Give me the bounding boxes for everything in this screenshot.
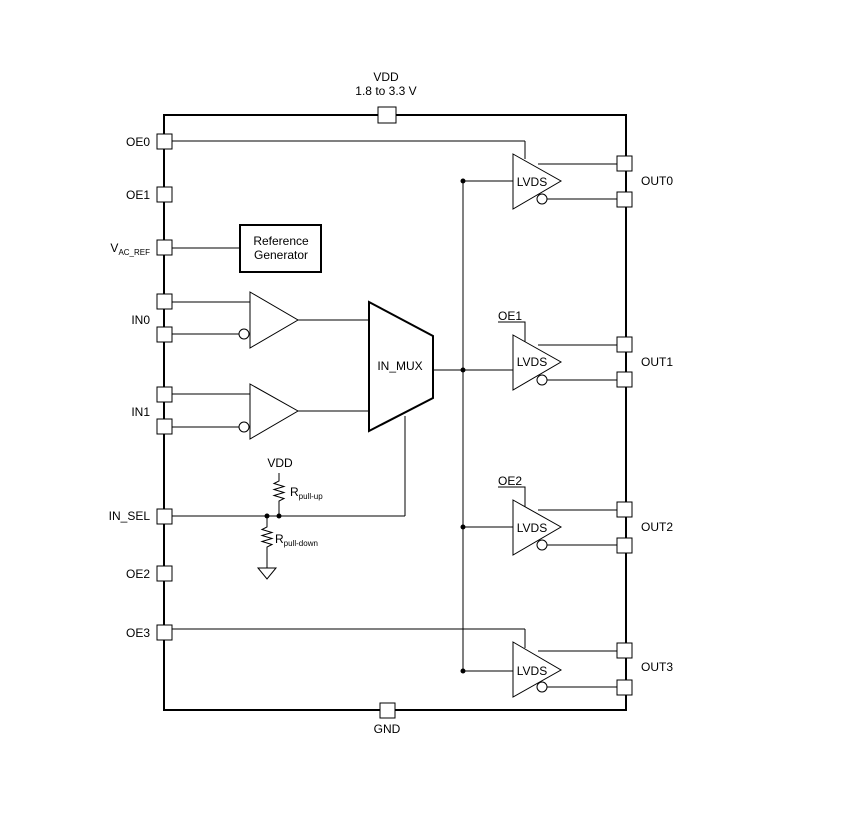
driver3-triangle <box>512 641 563 698</box>
reference-generator-line1: Reference <box>253 234 309 248</box>
out3-label: OUT3 <box>641 660 673 674</box>
driver2-invert-bubble <box>536 539 548 551</box>
ground-symbol <box>256 567 278 580</box>
in0-n-pin <box>156 326 173 343</box>
driver1-invert-bubble <box>536 374 548 386</box>
in1-p-pin <box>156 386 173 403</box>
reference-generator-box <box>239 224 322 273</box>
oe2-label: OE2 <box>126 567 150 581</box>
pullup-label: Rpull-up <box>290 485 323 501</box>
vac-ref-main: V <box>110 241 118 255</box>
driver1-enable-wire <box>498 321 526 344</box>
vdd-pin <box>377 106 397 124</box>
vac-ref-label: VAC_REF <box>110 241 150 257</box>
in1-receiver-triangle <box>249 383 300 440</box>
vdd-label: VDD <box>373 70 399 84</box>
gnd-pin <box>379 702 396 719</box>
driver3-invert-bubble <box>536 681 548 693</box>
in1-n-pin <box>156 418 173 435</box>
oe2-pin <box>156 565 173 582</box>
junction-pullup <box>276 513 282 519</box>
driver2-enable-wire <box>498 486 526 508</box>
vac-ref-sub: AC_REF <box>118 248 150 257</box>
driver1-label: LVDS <box>517 355 547 369</box>
in-sel-label: IN_SEL <box>109 509 151 523</box>
pulldown-main: R <box>275 532 284 546</box>
pulldown-resistor <box>260 516 274 568</box>
vdd-range-label: 1.8 to 3.3 V <box>355 84 416 98</box>
in0-p-pin <box>156 293 173 310</box>
out2-n-pin <box>616 537 633 554</box>
driver1-triangle <box>512 334 563 391</box>
pullup-main: R <box>290 485 299 499</box>
input-mux <box>368 300 434 433</box>
oe1-label: OE1 <box>126 188 150 202</box>
out0-label: OUT0 <box>641 174 673 188</box>
out1-n-pin <box>616 371 633 388</box>
out2-label: OUT2 <box>641 520 673 534</box>
driver0-triangle <box>512 153 563 210</box>
in1-invert-bubble <box>238 421 250 433</box>
out3-p-pin <box>616 642 633 659</box>
in0-receiver-triangle <box>249 291 299 349</box>
oe1-pin <box>156 186 173 203</box>
gnd-label: GND <box>374 722 401 736</box>
oe3-label: OE3 <box>126 626 150 640</box>
driver2-label: LVDS <box>517 521 547 535</box>
out1-p-pin <box>616 336 633 353</box>
driver2-enable-label: OE2 <box>498 474 522 488</box>
out0-p-pin <box>616 155 633 172</box>
out3-n-pin <box>616 679 633 696</box>
oe3-pin <box>156 624 173 641</box>
in0-label: IN0 <box>131 313 150 327</box>
pulldown-sub: pull-down <box>284 539 318 548</box>
out0-n-pin <box>616 191 633 208</box>
oe0-label: OE0 <box>126 135 150 149</box>
pullup-resistor <box>272 473 286 516</box>
pullup-sub: pull-up <box>299 492 324 501</box>
mux-label: IN_MUX <box>377 359 422 373</box>
in-sel-pin <box>156 508 173 525</box>
driver3-label: LVDS <box>517 664 547 678</box>
out2-p-pin <box>616 501 633 518</box>
oe0-pin <box>156 133 173 150</box>
in1-label: IN1 <box>131 405 150 419</box>
pulldown-label: Rpull-down <box>275 532 318 548</box>
in0-invert-bubble <box>238 328 250 340</box>
reference-generator-line2: Generator <box>254 248 308 262</box>
bias-vdd-label: VDD <box>267 456 293 470</box>
vac-ref-pin <box>156 239 173 256</box>
driver1-enable-label: OE1 <box>498 309 522 323</box>
driver2-triangle <box>512 499 563 556</box>
driver0-label: LVDS <box>517 175 547 189</box>
out1-label: OUT1 <box>641 355 673 369</box>
driver0-invert-bubble <box>536 193 548 205</box>
